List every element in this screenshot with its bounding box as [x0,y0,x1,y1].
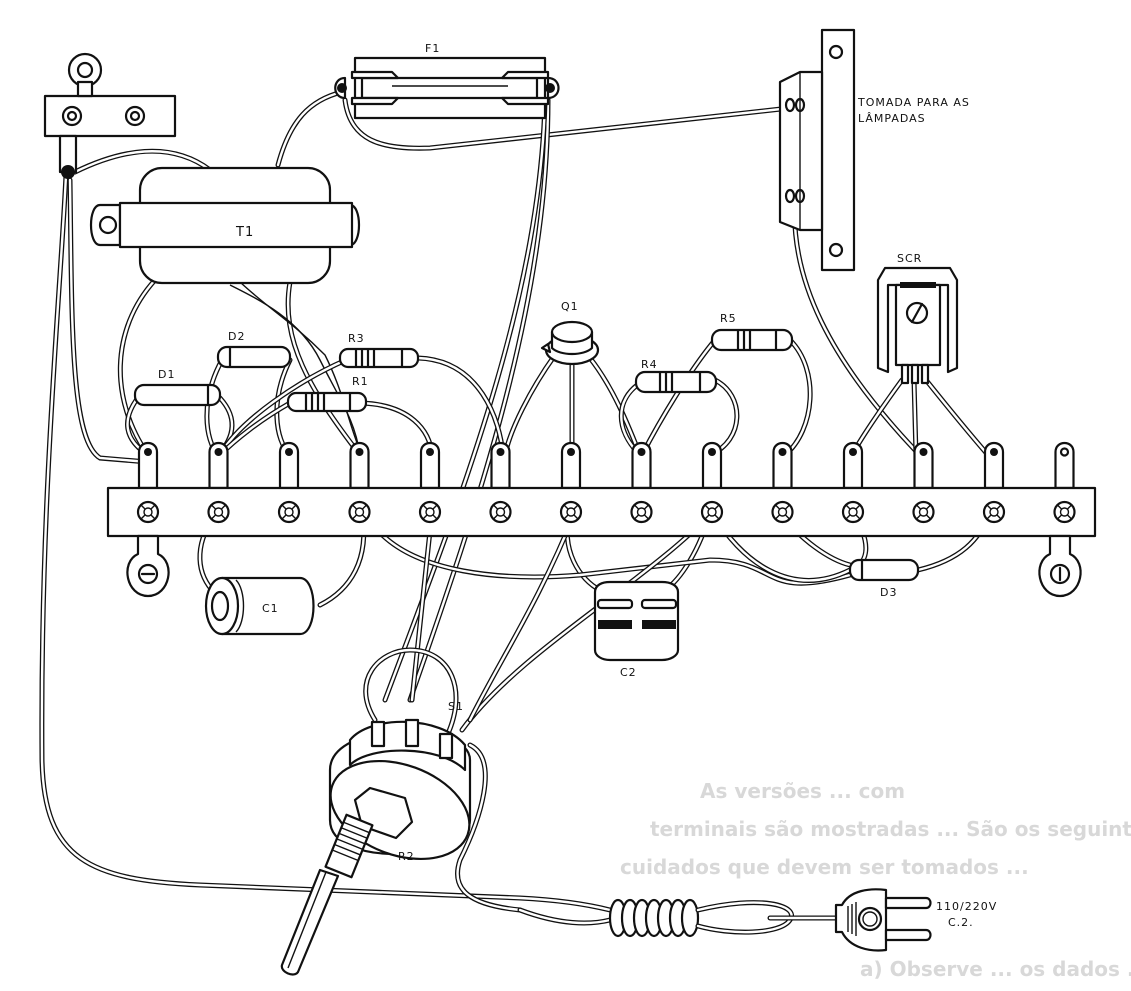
capacitor-c1-label: C1 [262,602,279,615]
wire-t1-to-fuse [275,89,345,168]
terminal-lug [349,441,370,490]
diode-d3: D3 [848,558,920,599]
scr-thyristor: SCR [876,252,959,385]
terminal-lug [490,441,511,490]
plug-cord-label: C.2. [948,916,974,929]
terminal-strip-board [106,486,1097,538]
scr-label: SCR [897,252,922,265]
resistor-r5-label: R5 [720,312,737,325]
mounting-lug-strip [43,52,177,179]
rivet [559,500,583,524]
lug-solder-point [1059,447,1070,457]
potentiometer-r2-switch-s1: S1 R2 [280,700,472,976]
potentiometer-r2-label: R2 [398,850,415,863]
socket-label-line1: TOMADA PARA AS [857,96,970,109]
rivet [418,500,442,524]
plug-prong-bottom [884,928,932,942]
lug-solder-point [285,448,293,456]
wire-fuse-to-s1b [382,97,548,703]
screw-icon [1049,563,1071,585]
switch-s1-label: S1 [448,700,464,713]
ghost-line-3: cuidados que devem ser tomados ... [620,855,1029,879]
rivet [1053,500,1076,524]
diode-d2: D2 [216,330,292,369]
terminal-lug [842,441,864,490]
wires [39,89,993,913]
terminal-lug [631,441,652,490]
terminal-lug [560,441,582,490]
lug-solder-point [919,448,928,456]
diode-d1-label: D1 [158,368,175,381]
terminal-lug [1054,441,1075,490]
terminal-lug [419,441,441,490]
rivet [630,500,653,524]
resistor-r1-label: R1 [352,375,369,388]
rivet [136,500,160,524]
resistor-r4-label: R4 [641,358,658,371]
terminal-lug [278,441,300,490]
wire-mains-left [39,172,613,913]
resistor-r1: R1 [286,375,369,413]
diode-d1: D1 [133,368,222,407]
socket-label-line2: LÂMPADAS [858,112,926,125]
transistor-q1-label: Q1 [561,300,579,313]
lug-solder-point [426,448,434,456]
lug-solder-point [708,448,716,456]
resistor-r5: R5 [710,312,794,352]
capacitor-c2-label: C2 [620,666,637,679]
lug-solder-point [778,448,787,456]
resistor-r3-label: R3 [348,332,365,345]
bleedthrough-text: As versões ... com terminais são mostrad… [620,779,1131,981]
rivet [771,500,794,524]
pot-shaft [280,868,340,976]
rivet [841,500,865,524]
lug-solder-point [355,448,364,456]
rivet [489,500,512,524]
terminal-strip [106,441,1097,598]
lug-solder-point [144,448,152,456]
ghost-line-1: As versões ... com [700,779,905,803]
rivet [207,500,230,524]
power-plug[interactable]: 110/220V C.2. [834,888,997,952]
lug-solder-point [637,448,646,456]
rivet [348,500,371,524]
terminal-lug [137,441,159,490]
lamp-socket: TOMADA PARA AS LÂMPADAS [778,28,970,272]
capacitor-c1: C1 [204,576,315,636]
lug-solder-point [567,448,575,456]
screw-icon [137,563,159,585]
fuse-f1: F1 [334,42,560,120]
diode-d2-label: D2 [228,330,245,343]
mains-cord [517,898,838,938]
plug-prong-top [884,896,932,910]
cord-coil [608,898,700,938]
rivet [700,500,724,524]
ghost-line-4: a) Observe ... os dados ... ou dívida [860,957,1131,981]
rivet [277,500,301,524]
transformer-t1: T1 [89,166,361,285]
terminal-lug [983,441,1005,490]
transistor-q1: Q1 [540,300,600,366]
terminal-lug [772,441,793,490]
diode-d3-label: D3 [880,586,897,599]
transformer-label: T1 [235,225,254,240]
rivet [982,500,1006,524]
terminal-lug [208,441,229,490]
ghost-line-2: terminais são mostradas ... São os segui… [650,817,1131,841]
fuse-label: F1 [425,42,440,55]
rivet [912,500,935,524]
terminal-lug [701,441,723,490]
lug-solder-point [496,448,505,456]
resistor-r3: R3 [338,332,420,369]
resistor-r4: R4 [634,358,718,394]
lug-solder-point [849,448,857,456]
plug-voltage-label: 110/220V [936,900,997,913]
capacitor-c2: C2 [593,580,680,679]
lug-solder-point [990,448,998,456]
wire-twisted-pair [229,284,361,456]
terminal-lug [913,441,934,490]
lug-solder-point [214,448,223,456]
